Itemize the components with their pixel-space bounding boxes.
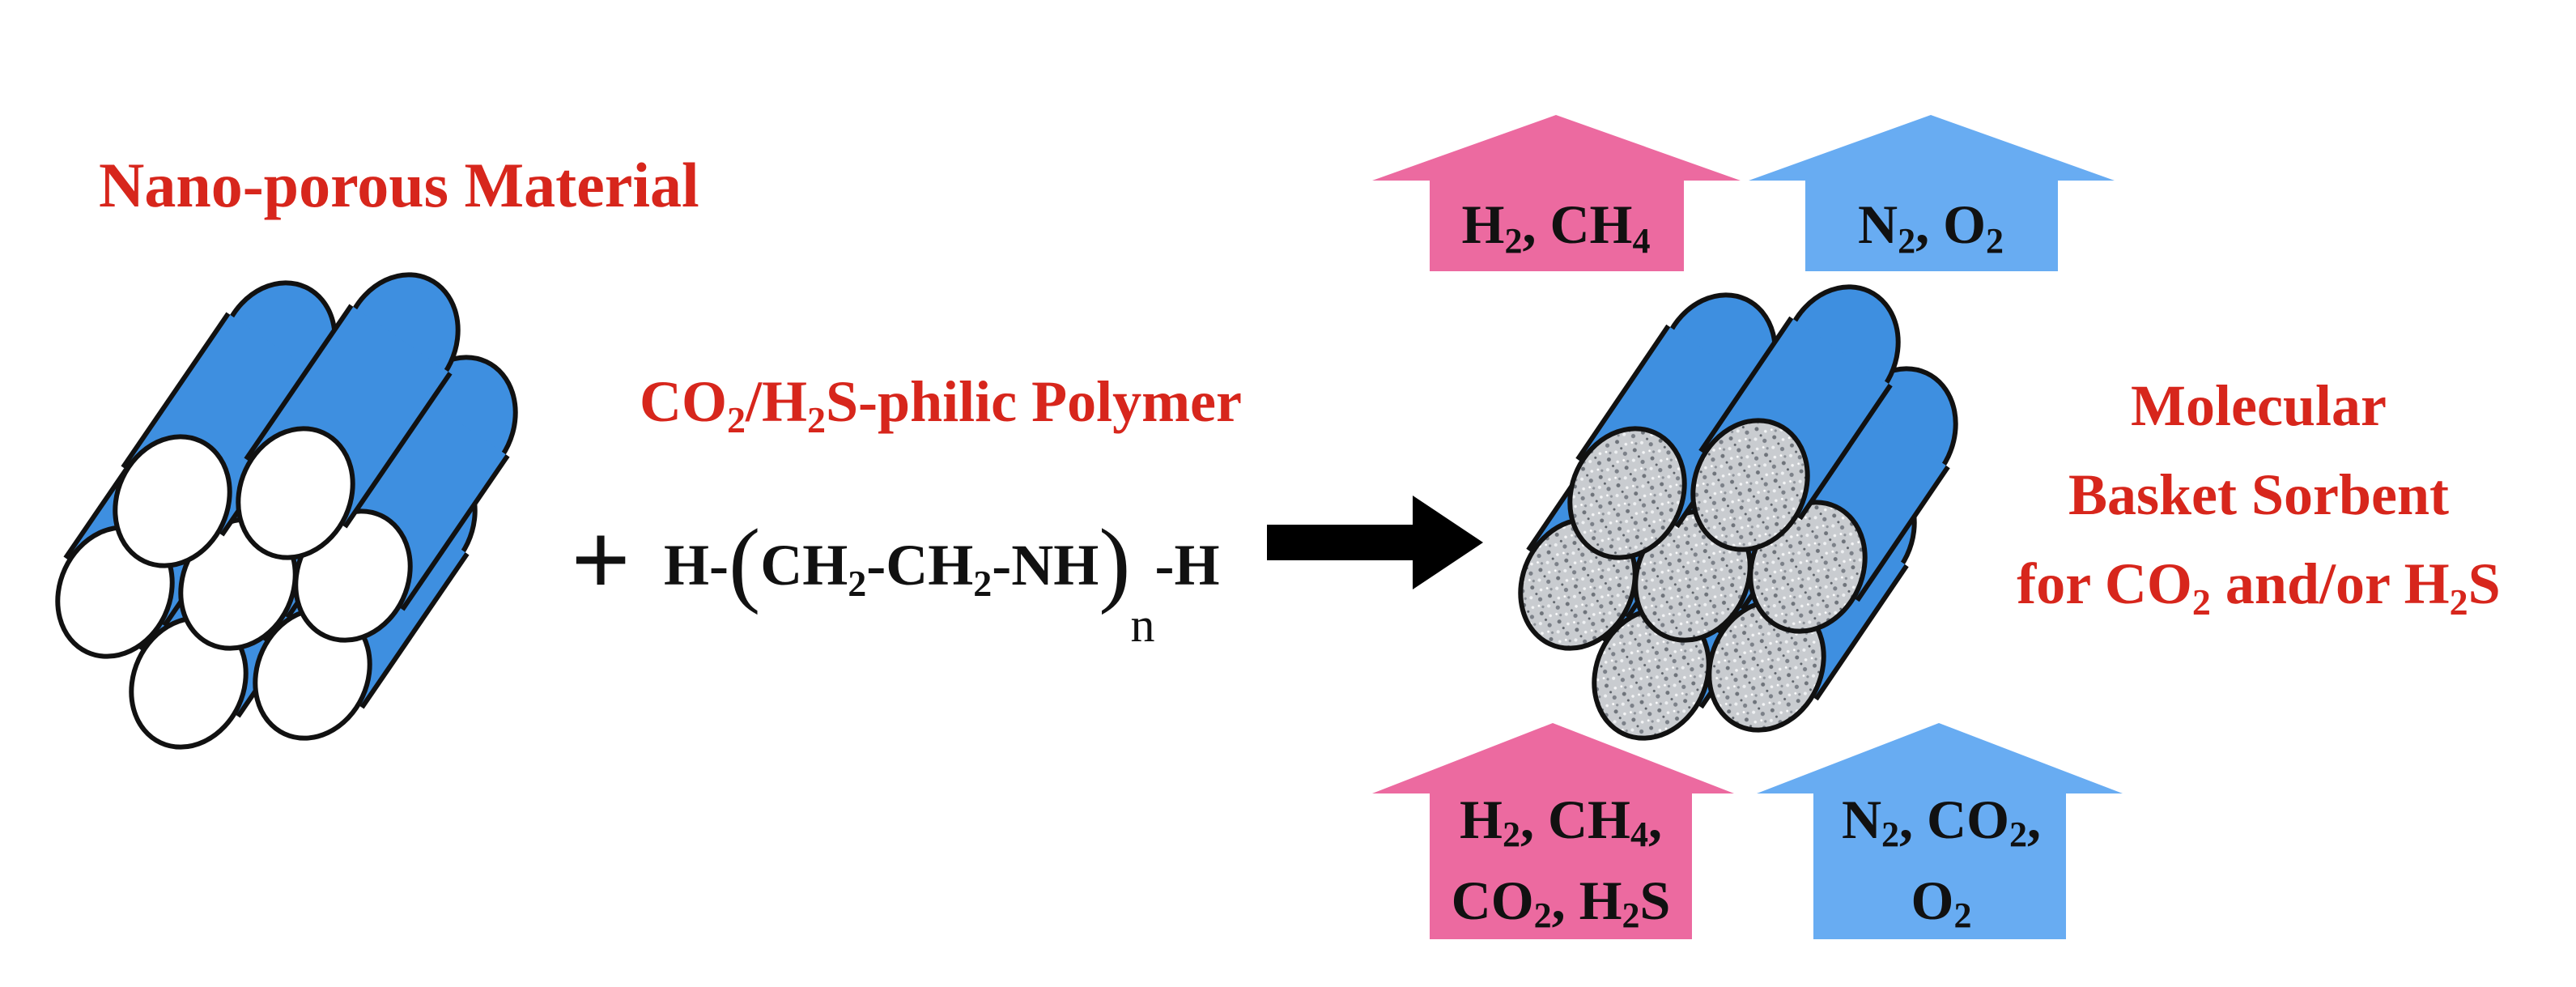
cylinder-edge — [1698, 316, 1794, 453]
cylinder-edge — [1797, 383, 1893, 521]
cylinder-edge — [1855, 465, 1950, 602]
cylinder — [236, 272, 461, 560]
bottom-pink-arrow: H2, CH4, CO2, H2S — [1372, 723, 1734, 939]
bottom-blue-gas-label-line1: N2, CO2, — [1842, 789, 2041, 854]
cylinder-edge — [121, 312, 231, 469]
bottom-pink-gas-label-line2: CO2, H2S — [1452, 870, 1671, 935]
cylinder — [1748, 366, 1958, 634]
polyethylenimine-formula: H-(CH2-CH2-NH)n-H — [664, 509, 1220, 652]
cylinder-end-face — [236, 426, 355, 560]
cylinder-end-face — [113, 434, 232, 568]
cylinder-end-face — [1690, 418, 1810, 552]
cylinder-edge — [400, 454, 510, 611]
cylinder-end-face — [1567, 426, 1687, 560]
bottom-blue-gas-label-line2: O2 — [1911, 870, 1972, 935]
molecular-basket-cylinders — [1518, 284, 1958, 741]
cylinder-edge — [1813, 564, 1909, 701]
bottom-blue-arrow: N2, CO2, O2 — [1757, 723, 2123, 939]
sorbent-label-line1: Molecular — [2131, 373, 2387, 438]
bottom-pink-gas-label-line1: H2, CH4, — [1460, 789, 1662, 854]
reaction-arrow — [1267, 496, 1483, 589]
sorbent-label-line2: Basket Sorbent — [2068, 462, 2449, 527]
cylinder-edge — [244, 304, 354, 461]
top-pink-gas-label: H2, CH4 — [1462, 194, 1651, 261]
polymer-label: CO2/H2S-philic Polymer — [640, 369, 1242, 440]
top-blue-arrow: N2, O2 — [1749, 115, 2115, 271]
cylinder-edge — [1575, 324, 1671, 462]
sorbent-label-line3: for CO2 and/or H2S — [2017, 551, 2500, 623]
plus-sign: + — [571, 502, 631, 619]
top-blue-gas-label: N2, O2 — [1858, 194, 2004, 261]
nanoporous-material-label: Nano-porous Material — [99, 150, 699, 220]
cylinder-edge — [342, 372, 453, 529]
cylinder-edge — [359, 552, 470, 709]
nanoporous-material-cylinders — [55, 272, 518, 750]
cylinder — [1690, 284, 1901, 552]
top-pink-arrow: H2, CH4 — [1372, 115, 1741, 271]
